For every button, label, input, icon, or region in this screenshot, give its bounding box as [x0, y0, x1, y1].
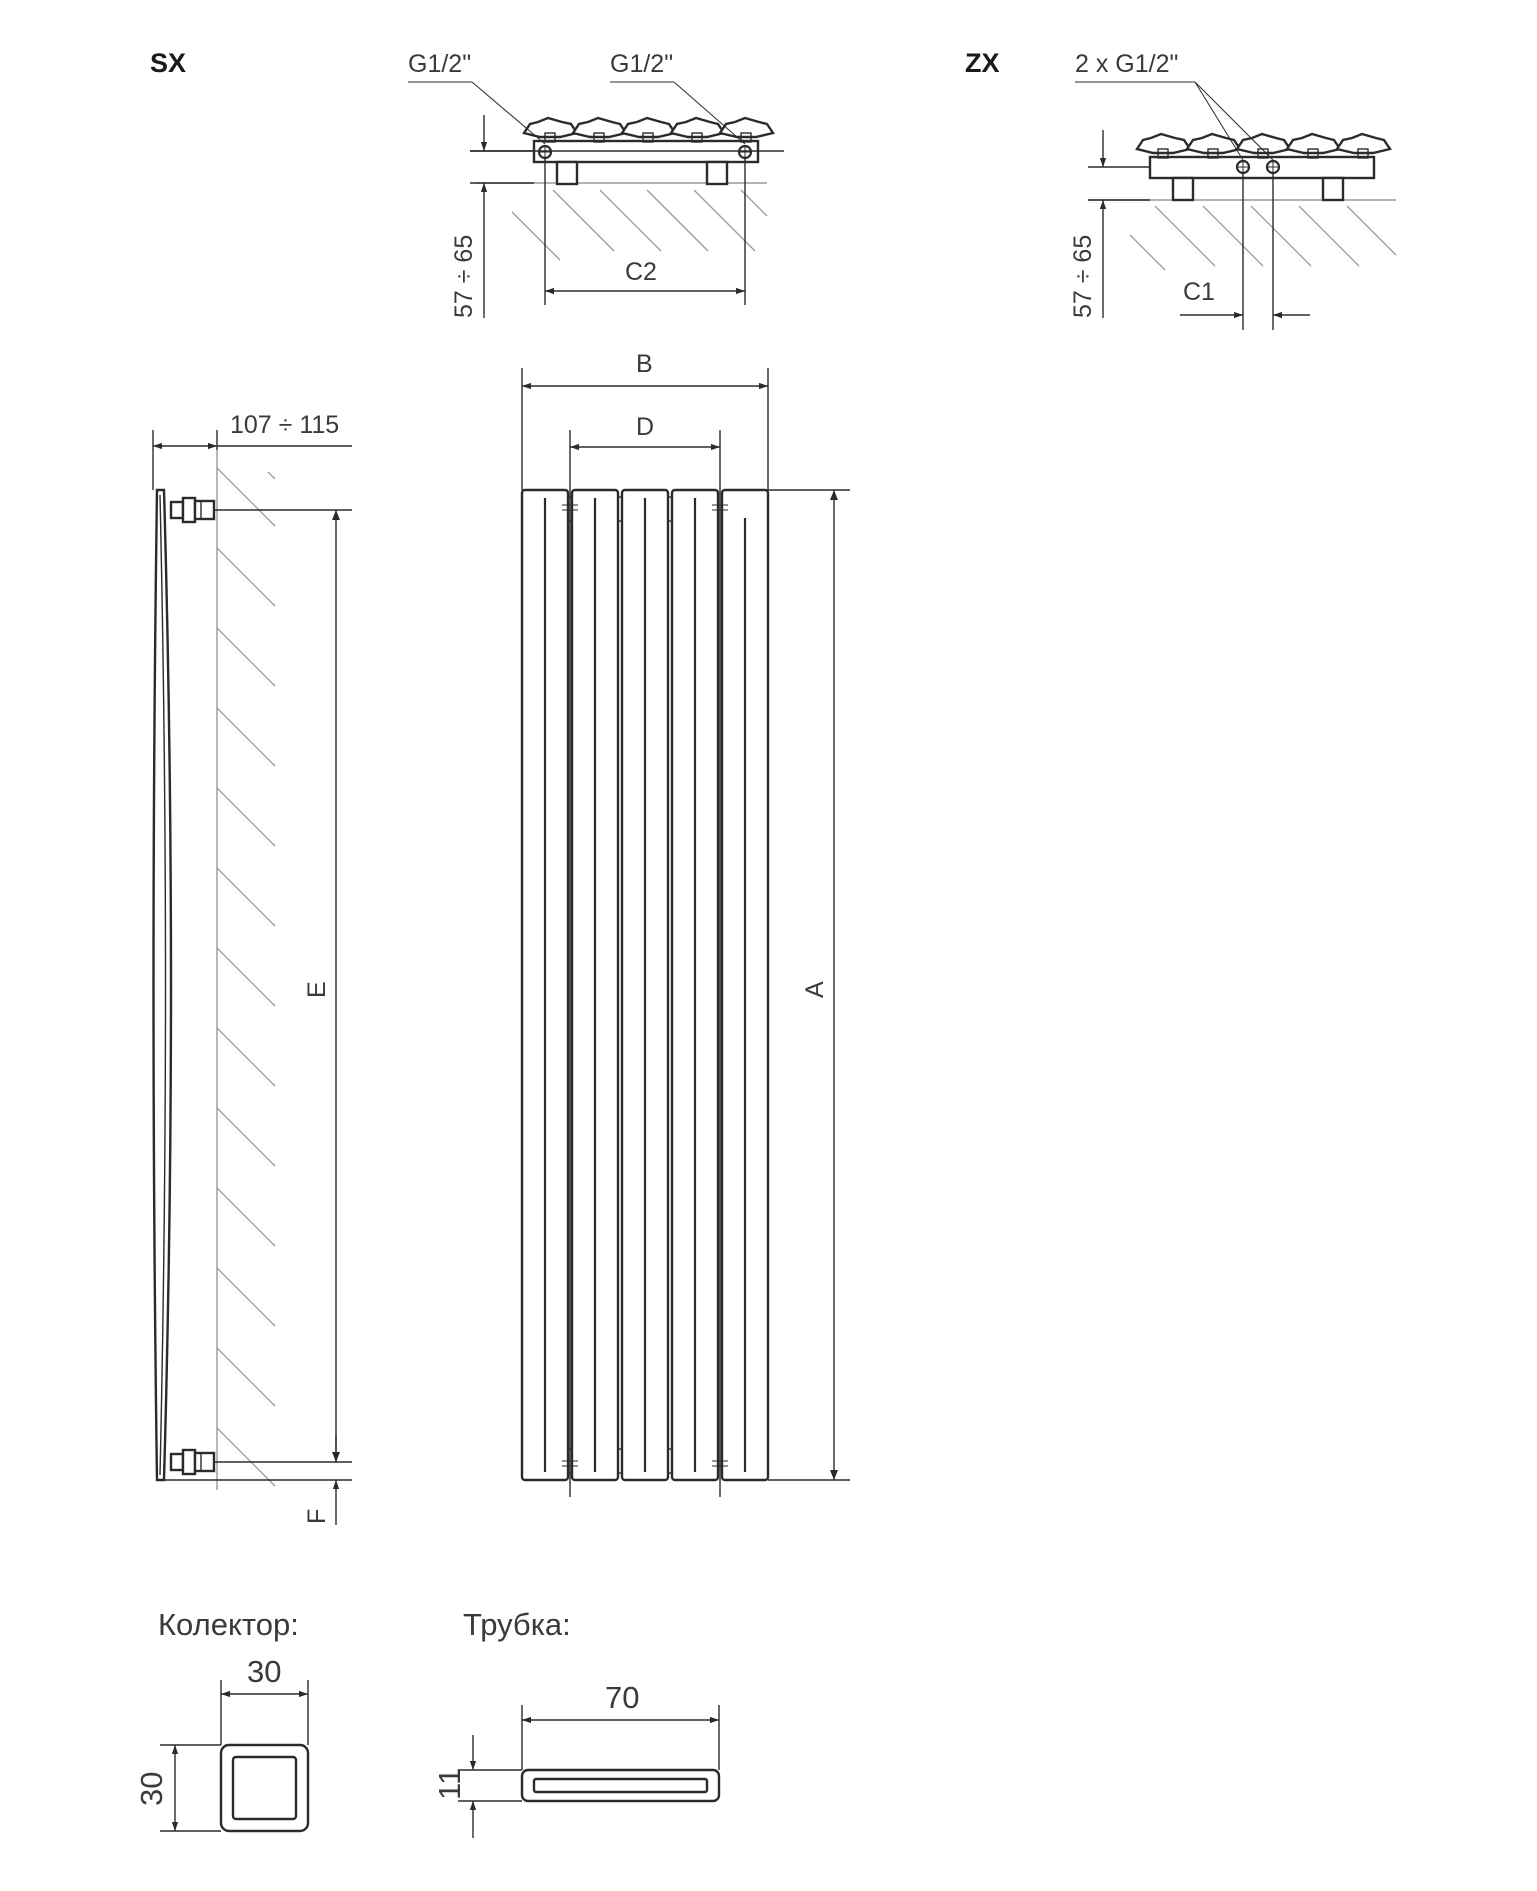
- tube-width-label: 70: [605, 1680, 639, 1715]
- zx-connection-leader: [1075, 81, 1274, 161]
- collector-section: Колектор: 30 30: [134, 1607, 310, 1833]
- front-tubes: [520, 488, 770, 1482]
- side-e-dimension: [214, 509, 352, 1463]
- sx-c2-dimension: [544, 158, 746, 305]
- side-bottom-connector: [169, 1448, 216, 1476]
- zx-variant-title: ZX: [965, 48, 1000, 78]
- zx-height-label: 57 ÷ 65: [1069, 235, 1097, 318]
- sx-tube-tops: [522, 116, 775, 143]
- sx-connection-left-label: G1/2": [408, 50, 471, 78]
- front-b-dimension: [521, 368, 769, 490]
- front-d-label: D: [636, 413, 654, 441]
- sx-bracket-left: [555, 160, 579, 186]
- tube-height-label: 11: [432, 1768, 467, 1800]
- side-top-connector: [169, 496, 216, 524]
- front-d-dimension: [569, 430, 721, 1497]
- side-depth-label: 107 ÷ 115: [230, 411, 339, 439]
- collector-width-dimension: [220, 1680, 309, 1745]
- sx-height-dimension: [470, 115, 534, 318]
- sx-wall-hatch: [511, 189, 768, 261]
- front-b-label: B: [636, 350, 653, 378]
- sx-connection-leaders: [408, 81, 746, 145]
- collector-height-dimension: [160, 1744, 221, 1832]
- collector-width-label: 30: [247, 1654, 281, 1689]
- sx-top-view: SX: [150, 48, 784, 318]
- zx-wall-hatch: [1129, 205, 1397, 271]
- zx-collector-bar: [1148, 155, 1376, 180]
- side-wall-hatch: [216, 467, 276, 1487]
- sx-c2-label: C2: [625, 258, 657, 286]
- tube-profile-inner: [532, 1777, 709, 1794]
- side-radiator-profile: [152, 488, 173, 1482]
- sx-variant-title: SX: [150, 48, 186, 78]
- tube-height-dimension: [458, 1735, 522, 1838]
- zx-bracket-right: [1321, 176, 1345, 202]
- zx-c1-label: C1: [1183, 278, 1215, 306]
- zx-height-dimension: [1088, 130, 1150, 318]
- side-f-dimension: [165, 1435, 352, 1525]
- zx-top-view: ZX: [965, 48, 1397, 330]
- zx-bracket-left: [1171, 176, 1195, 202]
- sx-bracket-right: [705, 160, 729, 186]
- front-a-label: A: [801, 981, 829, 998]
- side-depth-dimension: [152, 430, 352, 490]
- front-view: B D A: [520, 350, 850, 1497]
- side-e-label: E: [303, 981, 331, 998]
- zx-c1-dimension: [1180, 173, 1310, 330]
- tube-width-dimension: [521, 1705, 720, 1770]
- side-radiator-inner-line: [159, 494, 167, 1476]
- sx-height-label: 57 ÷ 65: [450, 235, 478, 318]
- front-a-dimension: [768, 489, 850, 1481]
- side-f-label: F: [303, 1509, 331, 1524]
- collector-title: Колектор:: [158, 1607, 299, 1642]
- collector-height-label: 30: [134, 1772, 169, 1806]
- tube-section: Трубка: 70 11: [432, 1607, 721, 1838]
- tube-title: Трубка:: [463, 1607, 571, 1642]
- sx-connection-right-label: G1/2": [610, 50, 673, 78]
- collector-profile-inner: [231, 1755, 298, 1821]
- zx-tube-tops: [1135, 132, 1392, 159]
- zx-connection-label: 2 x G1/2": [1075, 50, 1178, 78]
- side-view: 107 ÷ 115 E F: [152, 411, 352, 1525]
